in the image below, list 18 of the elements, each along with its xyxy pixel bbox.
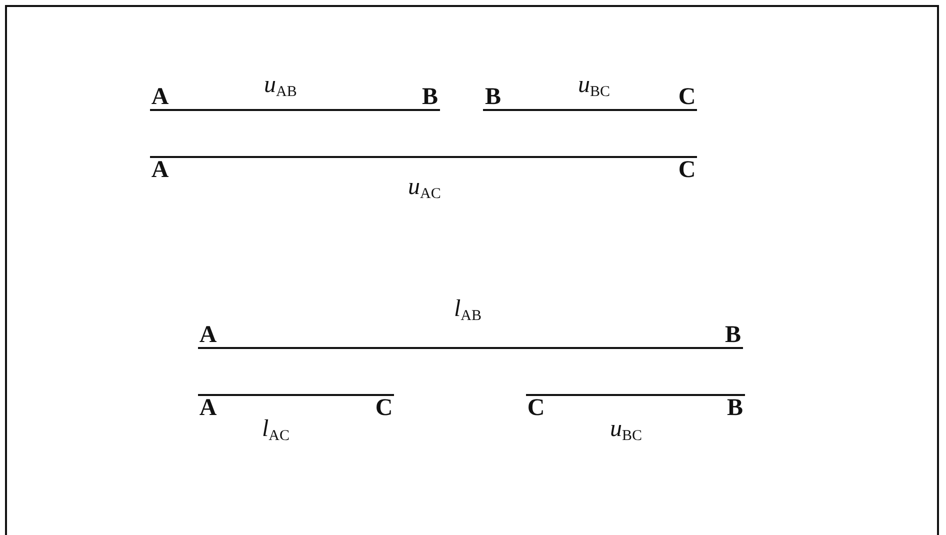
line-segment <box>198 347 743 349</box>
endpoint-label: C <box>372 395 396 421</box>
endpoint-label: C <box>675 84 699 110</box>
line-segment <box>198 394 394 396</box>
endpoint-label: A <box>196 322 220 348</box>
endpoint-label: C <box>524 395 548 421</box>
endpoint-label: B <box>721 322 745 348</box>
line-segment <box>150 156 697 158</box>
endpoint-label: A <box>196 395 220 421</box>
endpoint-label: B <box>418 84 442 110</box>
line-segment <box>483 109 697 111</box>
endpoint-label: B <box>723 395 747 421</box>
endpoint-label: C <box>675 157 699 183</box>
line-segment <box>150 109 440 111</box>
line-segment <box>526 394 745 396</box>
endpoint-label: A <box>148 84 172 110</box>
endpoint-label: A <box>148 157 172 183</box>
endpoint-label: B <box>481 84 505 110</box>
